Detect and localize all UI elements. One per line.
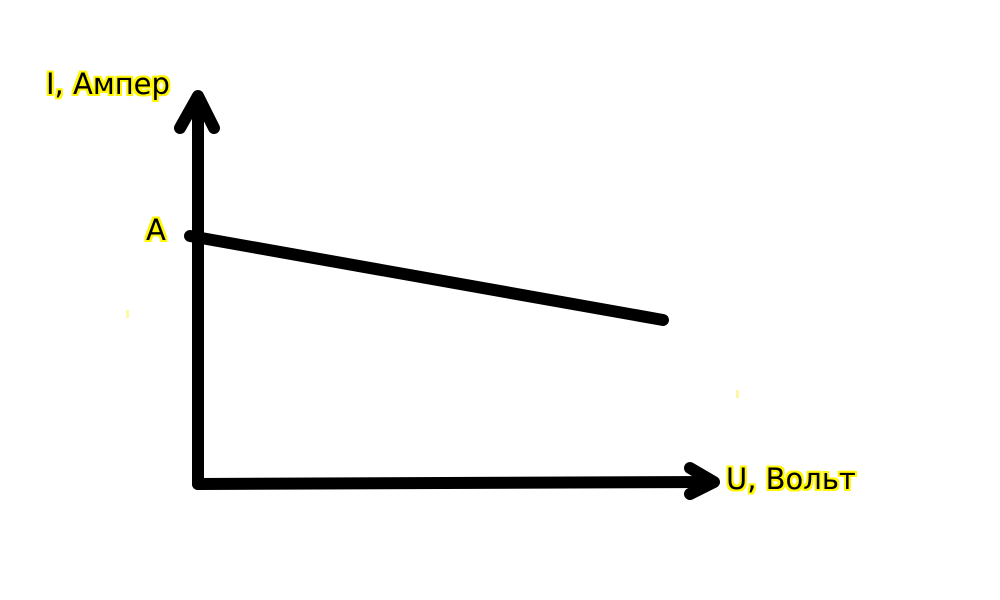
- x-axis-arrowhead: [684, 462, 720, 500]
- point-a-label: A: [146, 213, 166, 247]
- decreasing-line: [184, 230, 669, 326]
- highlight-speck: [126, 310, 129, 318]
- y-axis-label: I, Ампер: [46, 67, 170, 101]
- highlight-speck: [736, 390, 739, 398]
- x-axis-line: [192, 476, 718, 490]
- y-axis-arrowhead: [174, 90, 220, 134]
- x-axis-label: U, Вольт: [726, 462, 856, 496]
